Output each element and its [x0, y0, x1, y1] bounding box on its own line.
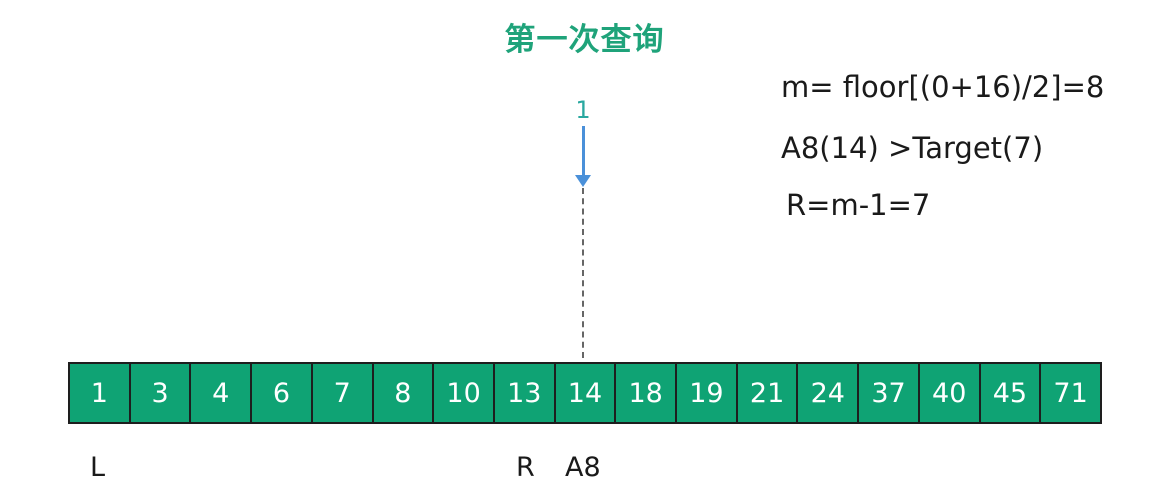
- array-cell: 71: [1041, 364, 1100, 422]
- array-cell: 10: [434, 364, 495, 422]
- array-cell: 1: [70, 364, 131, 422]
- array-cell: 37: [859, 364, 920, 422]
- array-cell: 24: [798, 364, 860, 422]
- annotation-right-update: R=m-1=7: [786, 188, 931, 222]
- array-cell: 14: [555, 364, 617, 422]
- down-arrow-icon: [575, 175, 591, 187]
- array-cell: 40: [919, 364, 981, 422]
- array-cell: 19: [677, 364, 738, 422]
- annotation-compare: A8(14) >Target(7): [781, 131, 1044, 165]
- pointer-dashed-line: [582, 188, 584, 358]
- array-cell: 7: [312, 364, 374, 422]
- diagram-title: 第一次查询: [504, 22, 665, 58]
- array-cell: 45: [980, 364, 1042, 422]
- query-pointer: 1: [568, 96, 598, 366]
- marker-mid: A8: [565, 452, 601, 483]
- down-arrow-shaft: [582, 126, 585, 176]
- array-cell: 18: [616, 364, 678, 422]
- array-cell: 21: [737, 364, 799, 422]
- marker-left: L: [90, 452, 106, 483]
- marker-right: R: [516, 452, 535, 483]
- annotation-mid-calc: m= floor[(0+16)/2]=8: [781, 70, 1105, 104]
- array-cell: 6: [252, 364, 313, 422]
- pointer-step-label: 1: [575, 96, 591, 124]
- array-cell: 8: [373, 364, 435, 422]
- array-cell: 4: [191, 364, 253, 422]
- array-cell: 3: [130, 364, 192, 422]
- array-cell: 13: [494, 364, 556, 422]
